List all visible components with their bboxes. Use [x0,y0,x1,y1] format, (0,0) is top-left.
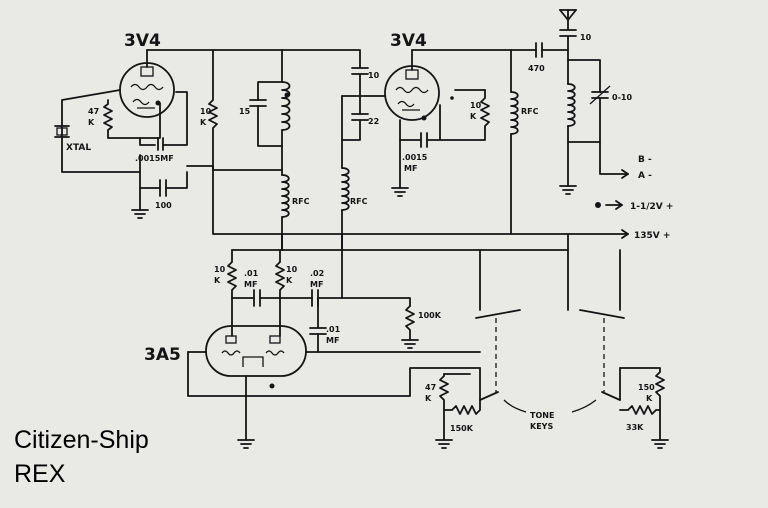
label-xtal: XTAL [66,143,91,153]
label-c01-a1-unit: MF [244,280,257,289]
label-c470: 470 [528,64,545,73]
label-c0015-left: .0015MF [135,154,174,163]
label-r10k-a1: 10 [214,265,226,274]
label-c0015-right: .0015 [402,153,428,162]
label-r47k: 47 [88,107,99,116]
label-c15: 15 [239,107,251,116]
label-r47k-tone-unit: K [425,394,432,403]
ground-symbol-3a5 [237,439,255,449]
label-r47k-tone: 47 [425,383,436,392]
label-r150k-right-unit: K [646,394,653,403]
label-r33k: 33K [626,423,644,432]
label-c10-ant: 10 [580,33,592,42]
label-b-minus: B - [638,155,652,165]
label-r10k-amp: 10 [470,101,482,110]
label-r10k-osc-unit: K [200,118,207,127]
label-c01-a2-unit: MF [326,336,339,345]
caption-line-2: REX [14,460,66,488]
ground-symbol-tone-left [435,439,453,449]
tube-3v4-amplifier [384,49,440,121]
label-keys: KEYS [530,422,553,431]
label-r10k-osc: 10 [200,107,212,116]
label-r47k-unit: K [88,118,95,127]
label-r10k-a2-unit: K [286,276,293,285]
tube-label-osc: 3V4 [124,31,161,51]
tube-label-audio: 3A5 [144,345,181,365]
antenna-symbol [559,9,577,31]
label-r10k-amp-unit: K [470,112,477,121]
ground-symbol-100k [401,339,419,349]
tube-3a5-audio [205,325,307,389]
ground-symbol-tone-right [651,439,669,449]
label-v-b-plus: 135V + [634,231,670,241]
label-rfc-right: RFC [521,107,539,116]
tube-label-amp: 3V4 [390,31,427,51]
label-c0015-right-unit: MF [404,164,417,173]
label-rfc-left: RFC [292,197,310,206]
label-a-minus: A - [638,171,652,181]
label-c100: 100 [155,201,172,210]
caption-line-1: Citizen-Ship [14,426,149,454]
label-v-filament: 1-1/2V + [630,202,673,212]
label-c01-a1: .01 [244,269,259,278]
label-tone: TONE [530,411,554,420]
ground-symbol-tank [559,185,577,195]
label-r100k: 100K [418,311,442,320]
crystal-xtal [54,125,70,138]
label-c01-a2: .01 [326,325,341,334]
label-r150k-right: 150 [638,383,655,392]
ground-symbol-osc [131,209,149,219]
label-r10k-a2: 10 [286,265,298,274]
ground-symbol-amp [391,187,409,197]
label-rfc-mid: RFC [350,197,368,206]
label-c02: .02 [310,269,324,278]
label-cvar: 0-10 [612,93,632,102]
label-c10-top: 10 [368,71,380,80]
label-r10k-a1-unit: K [214,276,221,285]
label-r150k-left: 150K [450,424,474,433]
label-c22: 22 [368,117,379,126]
label-c02-unit: MF [310,280,323,289]
tube-3v4-oscillator [119,49,175,118]
